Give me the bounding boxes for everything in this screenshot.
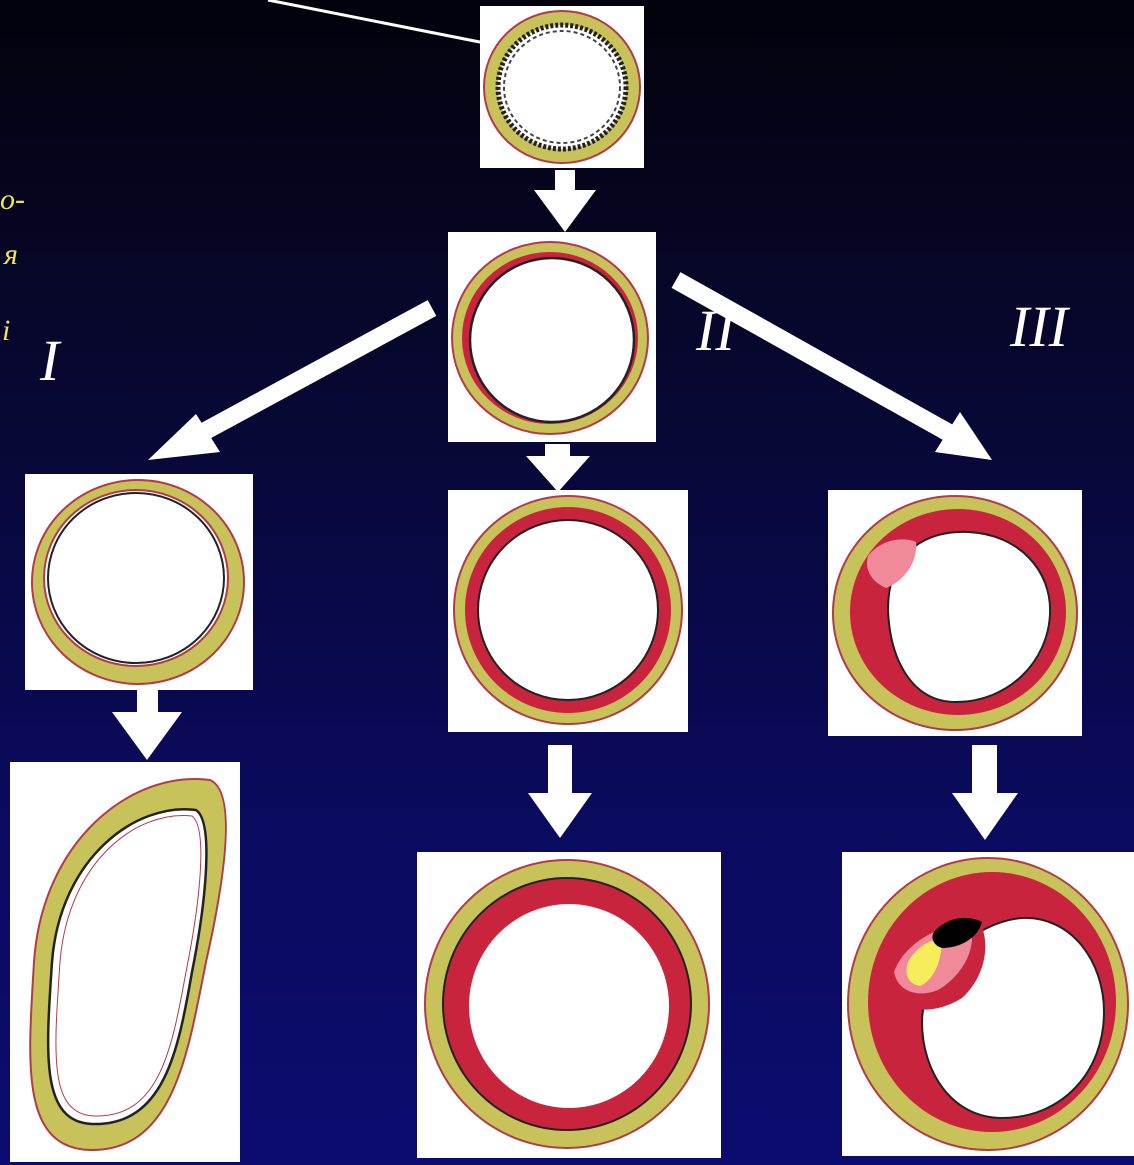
panel-path1-stage2: [10, 762, 240, 1162]
arrow-down-icon: [952, 745, 1018, 840]
arrow-down-icon: [112, 690, 182, 760]
panel-path3-stage1: [828, 490, 1082, 736]
panel-path3-stage2: [842, 852, 1134, 1156]
artery-path2-stage2-image: [417, 852, 721, 1158]
arrow-down-icon: [534, 170, 596, 232]
panel-path1-stage1: [25, 474, 253, 690]
arrow-down-icon: [528, 745, 592, 838]
arrow-down-icon: [526, 444, 590, 492]
panel-normal-artery: [480, 6, 644, 168]
artery-path1-stage2-image: [10, 762, 240, 1162]
label-path-2: II: [696, 302, 735, 360]
panel-path2-stage1: [448, 490, 688, 732]
pointer-line: [268, 0, 510, 48]
artery-path3-stage1-image: [828, 490, 1082, 736]
label-path-3: III: [1010, 298, 1068, 356]
arrow-diagonal-icon: [185, 308, 432, 442]
artery-path3-stage2-image: [842, 852, 1134, 1156]
artery-path1-stage1-image: [25, 474, 253, 690]
artery-early-image: [448, 232, 656, 442]
panel-path2-stage2: [417, 852, 721, 1158]
panel-early-thickening: [448, 232, 656, 442]
artery-path2-stage1-image: [448, 490, 688, 732]
label-path-1: I: [40, 332, 59, 390]
artery-normal-image: [480, 6, 644, 168]
